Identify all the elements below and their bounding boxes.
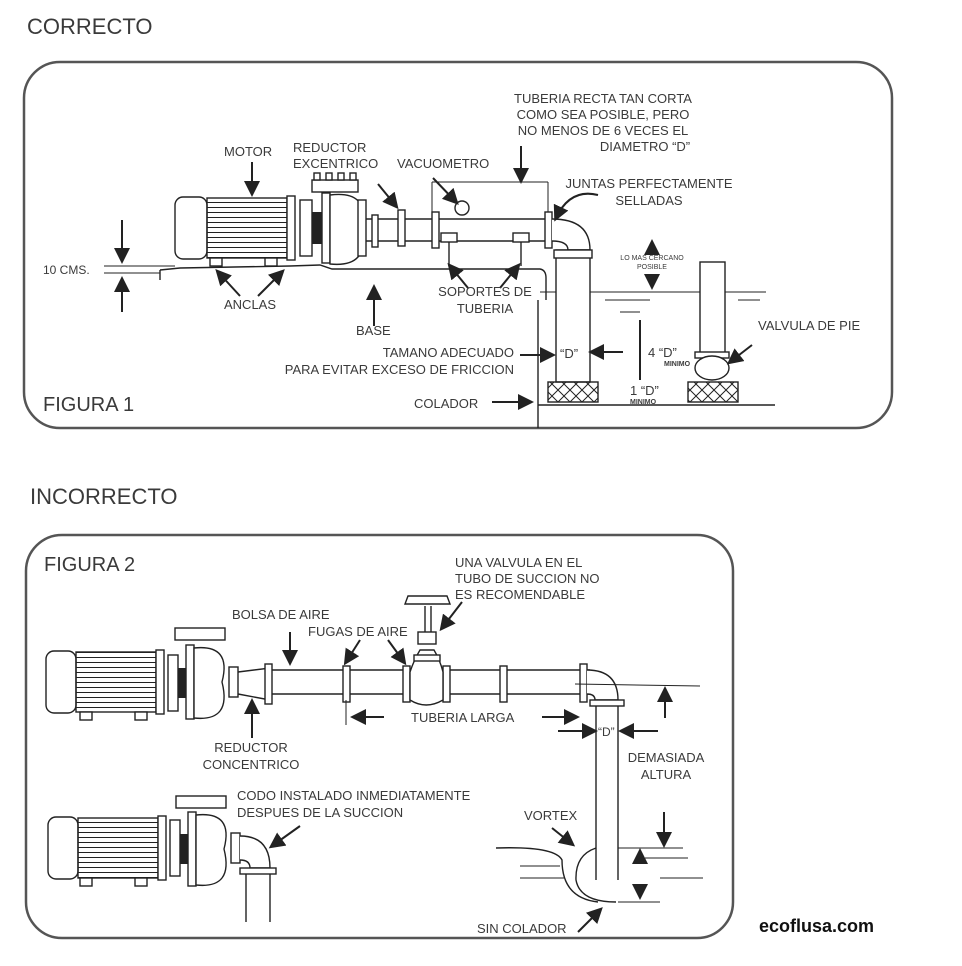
label-one-d: 1 “D” [630, 383, 659, 398]
label-straight-pipe-3: NO MENOS DE 6 VECES EL [518, 123, 689, 138]
label-straight-pipe-1: TUBERIA RECTA TAN CORTA [514, 91, 692, 106]
label-foot-valve: VALVULA DE PIE [758, 318, 860, 333]
label-concentric-reducer-1: REDUCTOR [214, 740, 287, 755]
label-four-d: 4 “D” [648, 345, 677, 360]
heading-correct: CORRECTO [27, 14, 153, 39]
label-valve-in-suction-1: UNA VALVULA EN EL [455, 555, 582, 570]
figure-1-frame [22, 60, 894, 430]
label-strainer: COLADOR [414, 396, 478, 411]
figure-1-labels: TUBERIA RECTA TAN CORTA COMO SEA POSIBLE… [43, 91, 860, 416]
label-valve-in-suction-2: TUBO DE SUCCION NO [455, 571, 599, 586]
label-d-mark-1: “D” [560, 346, 578, 361]
label-sealed-joints-2: SELLADAS [615, 193, 683, 208]
label-concentric-reducer-2: CONCENTRICO [203, 757, 300, 772]
label-one-d-minimum: MINIMO [630, 399, 657, 406]
figure-2-frame [24, 533, 735, 940]
vertical-suction-pipe-1 [555, 249, 591, 383]
label-air-leaks: FUGAS DE AIRE [308, 624, 408, 639]
figure-2-drawing [45, 595, 703, 933]
label-four-d-minimum: MINIMO [664, 361, 691, 368]
figure-2-labels: FIGURA 2 UNA VALVULA EN EL TUBO DE SUCCI… [44, 554, 705, 936]
suction-pipe-1 [366, 181, 591, 266]
label-straight-pipe-4: DIAMETRO “D” [600, 139, 690, 154]
label-too-high-2: ALTURA [641, 767, 692, 782]
label-elbow-installed-2: DESPUES DE LA SUCCION [237, 805, 403, 820]
label-d-mark-2: “D” [598, 725, 615, 739]
label-adequate-size-1: TAMANO ADECUADO [383, 345, 514, 360]
label-closest-possible-1: LO MAS CERCANO [620, 255, 684, 262]
brand-watermark: ecoflusa.com [759, 916, 874, 936]
label-too-high-1: DEMASIADA [628, 750, 705, 765]
foot-valve-icon [694, 355, 730, 381]
label-long-pipe: TUBERIA LARGA [411, 710, 515, 725]
base-1 [159, 264, 547, 300]
motor-1 [174, 195, 296, 267]
motor-2b [47, 795, 277, 922]
label-ten-cms: 10 CMS. [43, 263, 90, 277]
strainer-1 [547, 381, 599, 403]
vacuum-gauge-icon [454, 200, 470, 216]
label-closest-possible-2: POSIBLE [637, 264, 667, 271]
label-no-strainer: SIN COLADOR [477, 921, 567, 936]
label-vortex: VORTEX [524, 808, 578, 823]
label-vacuum-gauge: VACUOMETRO [397, 156, 489, 171]
label-anchors: ANCLAS [224, 297, 276, 312]
figure-1-drawing [104, 146, 775, 428]
foot-valve-pipe [699, 261, 726, 355]
label-motor: MOTOR [224, 144, 272, 159]
pump-1 [299, 172, 367, 266]
label-valve-in-suction-3: ES RECOMENDABLE [455, 587, 585, 602]
label-pipe-supports-1: SOPORTES DE [438, 284, 532, 299]
heading-incorrect: INCORRECTO [30, 484, 178, 509]
figure-2-label: FIGURA 2 [44, 554, 135, 576]
motor-2a [45, 627, 271, 721]
label-eccentric-reducer-2: EXCENTRICO [293, 156, 378, 171]
label-straight-pipe-2: COMO SEA POSIBLE, PERO [517, 107, 690, 122]
label-pipe-supports-2: TUBERIA [457, 301, 514, 316]
label-elbow-installed-1: CODO INSTALADO INMEDIATAMENTE [237, 788, 471, 803]
label-air-pocket: BOLSA DE AIRE [232, 607, 330, 622]
figure-1-label: FIGURA 1 [43, 394, 134, 416]
vortex-line [495, 847, 599, 903]
label-sealed-joints-1: JUNTAS PERFECTAMENTE [565, 176, 732, 191]
label-eccentric-reducer-1: REDUCTOR [293, 140, 366, 155]
label-base: BASE [356, 323, 391, 338]
label-adequate-size-2: PARA EVITAR EXCESO DE FRICCION [285, 362, 514, 377]
